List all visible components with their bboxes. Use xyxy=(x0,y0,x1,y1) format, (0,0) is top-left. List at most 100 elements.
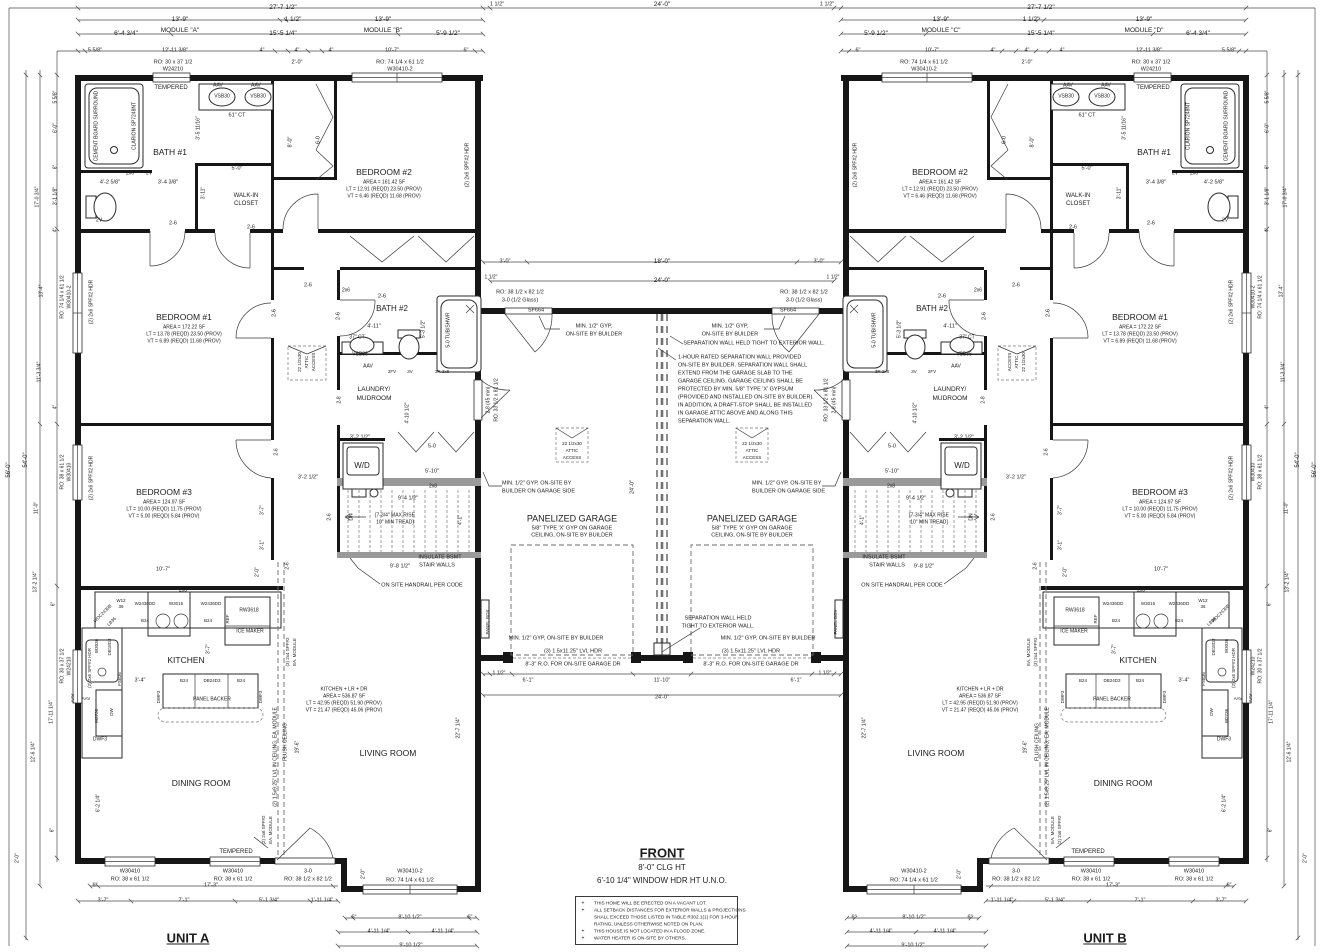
plan-text: RO: 30 x 37 1/2 xyxy=(1257,648,1264,684)
plan-text: W12 xyxy=(116,597,126,603)
plan-text: 6" xyxy=(1226,882,1232,889)
plan-text: 17'-11 1/4" xyxy=(48,700,55,724)
plan-text: SEPARATION WALL. xyxy=(678,418,731,425)
plan-text: 8'-0" xyxy=(1029,136,1036,148)
plan-text: EA. MODULE xyxy=(1049,816,1055,844)
plan-text: 56'-0" xyxy=(1312,462,1318,478)
plan-text: BUILDER ON GARAGE SIDE xyxy=(502,488,576,495)
plan-text: RATING, UNLESS OTHERWISE NOTED ON PLAN. xyxy=(594,921,704,927)
plan-text: 22 1/2x30 xyxy=(742,440,762,446)
plan-text: CEMENT BOARD SURROUND xyxy=(1223,90,1230,162)
plan-text: W30410-2 xyxy=(901,868,927,875)
plan-text: 3'-5 11/16" xyxy=(1121,116,1128,140)
plan-text: 2'-0" xyxy=(360,869,367,879)
plan-text: ATTIC xyxy=(745,447,759,453)
plan-text: 22'-7 1/4" xyxy=(861,717,868,739)
plan-text: VT = 6.89 (REQD) 11.68 (PROV) xyxy=(147,338,221,345)
plan-text: 2V xyxy=(145,170,153,177)
plan-text: W2736 xyxy=(93,708,99,724)
plan-text: 8'-3" R.O. FOR ON-SITE GARAGE DR xyxy=(703,661,799,668)
plan-text: 22 1/2x30 xyxy=(562,440,582,446)
plan-text: 12'-11 3/8" xyxy=(162,47,188,54)
plan-text: (3) 1.5x11.25" LVL HDR xyxy=(543,648,603,655)
plan-text: 4" xyxy=(1059,47,1065,54)
plan-text: LT = 42.95 (REQD) 51.90 (PROV) xyxy=(942,700,1018,707)
plan-text: IN GARAGE ATTIC ABOVE AND ALONG THIS xyxy=(678,410,793,417)
plan-text: ON-SITE BY BUILDER. SEPARATION WALL SHAL… xyxy=(678,362,808,369)
plan-text: B24 xyxy=(1174,617,1184,623)
plan-text: 17'-3" xyxy=(1105,882,1121,889)
plan-text: 18'-0" xyxy=(653,257,671,265)
plan-text: 13'-9" xyxy=(374,15,392,23)
plan-text: 11'-3 3/4" xyxy=(36,361,43,383)
plan-text: TEMPERED xyxy=(154,85,188,91)
plan-text: STAIR WALLS xyxy=(419,562,455,569)
plan-text: 6" xyxy=(351,914,357,921)
plan-text: 3'-2 1/2" xyxy=(953,434,975,441)
plan-text: AAV xyxy=(69,693,75,703)
plan-text: SEPARATION WALL HELD xyxy=(684,615,752,622)
plan-text: LT = 13.78 (REQD) 23.50 (PROV) xyxy=(146,331,222,338)
room-label-living: LIVING ROOM xyxy=(359,747,417,758)
plan-text: 6" xyxy=(49,827,56,833)
plan-text: (2) 2x6 SPF#2 xyxy=(1056,815,1062,845)
plan-text: 8'-0" xyxy=(287,136,294,148)
room-label-bath1: BATH #1 xyxy=(1137,146,1171,157)
plan-text: 5-0 TUB/SHWR xyxy=(445,312,452,348)
plan-text: 4'-11" xyxy=(367,323,381,330)
plan-text: W2436DD xyxy=(1102,600,1124,606)
plan-text: 5'-0" xyxy=(1081,165,1093,172)
plan-text: 36 xyxy=(118,603,124,609)
room-label-laundry: LAUNDRY/ xyxy=(933,385,967,393)
plan-text: KITCHEN + LR + DR xyxy=(320,686,368,693)
plan-text: RO: 33 1/2 x 81 1/2 xyxy=(823,378,830,422)
plan-text: 4'-11 1/4" xyxy=(431,928,455,935)
plan-text: MIN. 1/2" GYP, ON-SITE BY xyxy=(502,480,572,487)
plan-text: MUDROOM xyxy=(356,394,392,402)
plan-text: 4" xyxy=(1264,404,1271,410)
plan-text: (2) 2x6 SPF#2 HDR xyxy=(1228,455,1235,501)
plan-text: 11'-10" xyxy=(653,677,671,684)
plan-text: RO: 74 1/4 x 61 1/2 xyxy=(376,59,424,66)
plan-text: CLARION SP7248NT xyxy=(131,101,138,151)
plan-text: W24210 xyxy=(1250,656,1257,676)
plan-text: TIGHT TO EXTERIOR WALL. xyxy=(681,623,755,630)
room-label-laundry: LAUNDRY/ xyxy=(357,385,391,393)
plan-text: AAV xyxy=(1101,82,1111,89)
plan-text: DB24D3 xyxy=(203,677,221,683)
plan-text: 13'-2 1/4" xyxy=(32,571,39,593)
plan-text: 2'-0" xyxy=(474,635,480,645)
plan-text: VT = 21.47 (REQD) 45.06 (PROV) xyxy=(941,707,1019,714)
plan-text: VT = 6.46 (REQD) 11.68 (PROV) xyxy=(347,193,421,200)
plan-text: 6-0 xyxy=(315,136,322,144)
plan-text: 3'-2 1/2" xyxy=(349,434,371,441)
plan-text: 9'-4 1/2" xyxy=(905,495,927,502)
plan-text: 2-6 xyxy=(1043,448,1050,456)
plan-text: INSULATE BSMT xyxy=(862,554,906,561)
plan-text: 2FV xyxy=(927,368,937,374)
plan-text: 2-6 xyxy=(990,513,997,521)
plan-text: PROTECTED BY MIN. 5/8" TYPE 'X' GYPSUM xyxy=(678,386,794,393)
plan-text: 27'-7 1/2" xyxy=(1027,3,1055,11)
plan-text: 2V xyxy=(1171,170,1179,177)
plan-text: MIN. 1/2" GYP, xyxy=(711,323,749,330)
plan-text: 5'-9 1/2" xyxy=(864,29,888,37)
plan-text: 3'-2 1/2" xyxy=(1005,474,1027,481)
plan-text: STAIR WALLS xyxy=(869,562,905,569)
plan-text: (2) 2x6 SPF#2 HDR xyxy=(86,647,92,689)
plan-text: 2-8 xyxy=(336,396,343,404)
plan-text: (PROVIDED AND INSTALLED ON-SITE BY BUILD… xyxy=(678,394,814,401)
plan-text: ICE MAKER xyxy=(236,628,264,635)
plan-text: 17'-11 1/4" xyxy=(1268,700,1275,724)
plan-text: 3'-0" xyxy=(813,258,825,265)
plan-text: 17'-0 3/4" xyxy=(1282,186,1289,208)
plan-text: 2x6 xyxy=(125,170,135,177)
plan-text: AAV xyxy=(251,82,261,89)
plan-text: W30410 xyxy=(222,868,244,875)
plan-text: 2V xyxy=(95,217,103,224)
plan-text: 4'-2 5/8" xyxy=(99,179,121,186)
plan-text: 6" xyxy=(851,914,857,921)
plan-text: 6" xyxy=(967,914,973,921)
plan-text: + xyxy=(581,935,585,942)
plan-text: PANEL BACKER xyxy=(193,696,231,703)
